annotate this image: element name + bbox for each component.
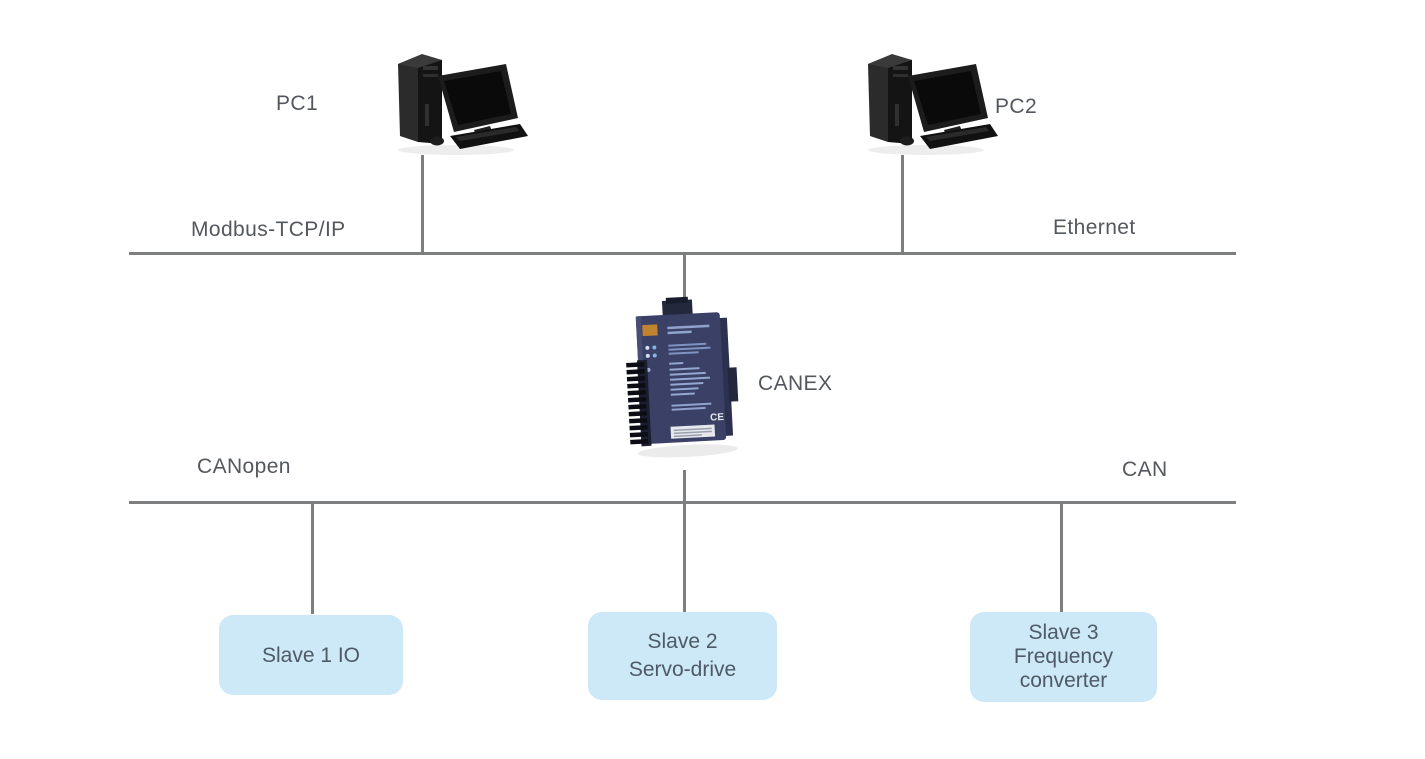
pc1-drop-line xyxy=(421,155,424,253)
top-bus-left-label: Modbus-TCP/IP xyxy=(191,218,346,241)
bottom-bus-right-label: CAN xyxy=(1122,458,1168,481)
canex-gateway-icon: CE xyxy=(626,296,739,458)
pc2-label: PC2 xyxy=(995,95,1038,118)
slave3-box: Slave 3 Frequency converter xyxy=(970,612,1157,702)
slave3-drop-line xyxy=(1060,504,1063,614)
pc1-label: PC1 xyxy=(276,92,319,115)
slave1-box: Slave 1 IO xyxy=(219,615,403,695)
slave1-line1: Slave 1 IO xyxy=(261,643,361,667)
slave3-line2: Frequency xyxy=(1013,645,1114,668)
bottom-bus-line xyxy=(129,501,1236,504)
slave1-drop-line xyxy=(311,504,314,614)
canex-drop-line-bottom xyxy=(683,470,686,612)
slave3-line1: Slave 3 xyxy=(1028,621,1099,644)
bottom-bus-left-label: CANopen xyxy=(197,455,291,478)
slave2-line2: Servo-drive xyxy=(628,658,737,681)
top-bus-line xyxy=(129,252,1236,255)
slave2-box: Slave 2 Servo-drive xyxy=(588,612,777,700)
top-bus-right-label: Ethernet xyxy=(1053,216,1136,239)
pc2-drop-line xyxy=(901,155,904,253)
pc1-icon xyxy=(398,54,528,155)
pc2-icon xyxy=(868,54,998,155)
canex-label: CANEX xyxy=(758,372,833,395)
slave3-line3: converter xyxy=(1019,669,1108,692)
canex-drop-line-top xyxy=(683,255,686,297)
slave2-line1: Slave 2 xyxy=(647,630,718,653)
ce-mark-text: CE xyxy=(710,412,725,424)
